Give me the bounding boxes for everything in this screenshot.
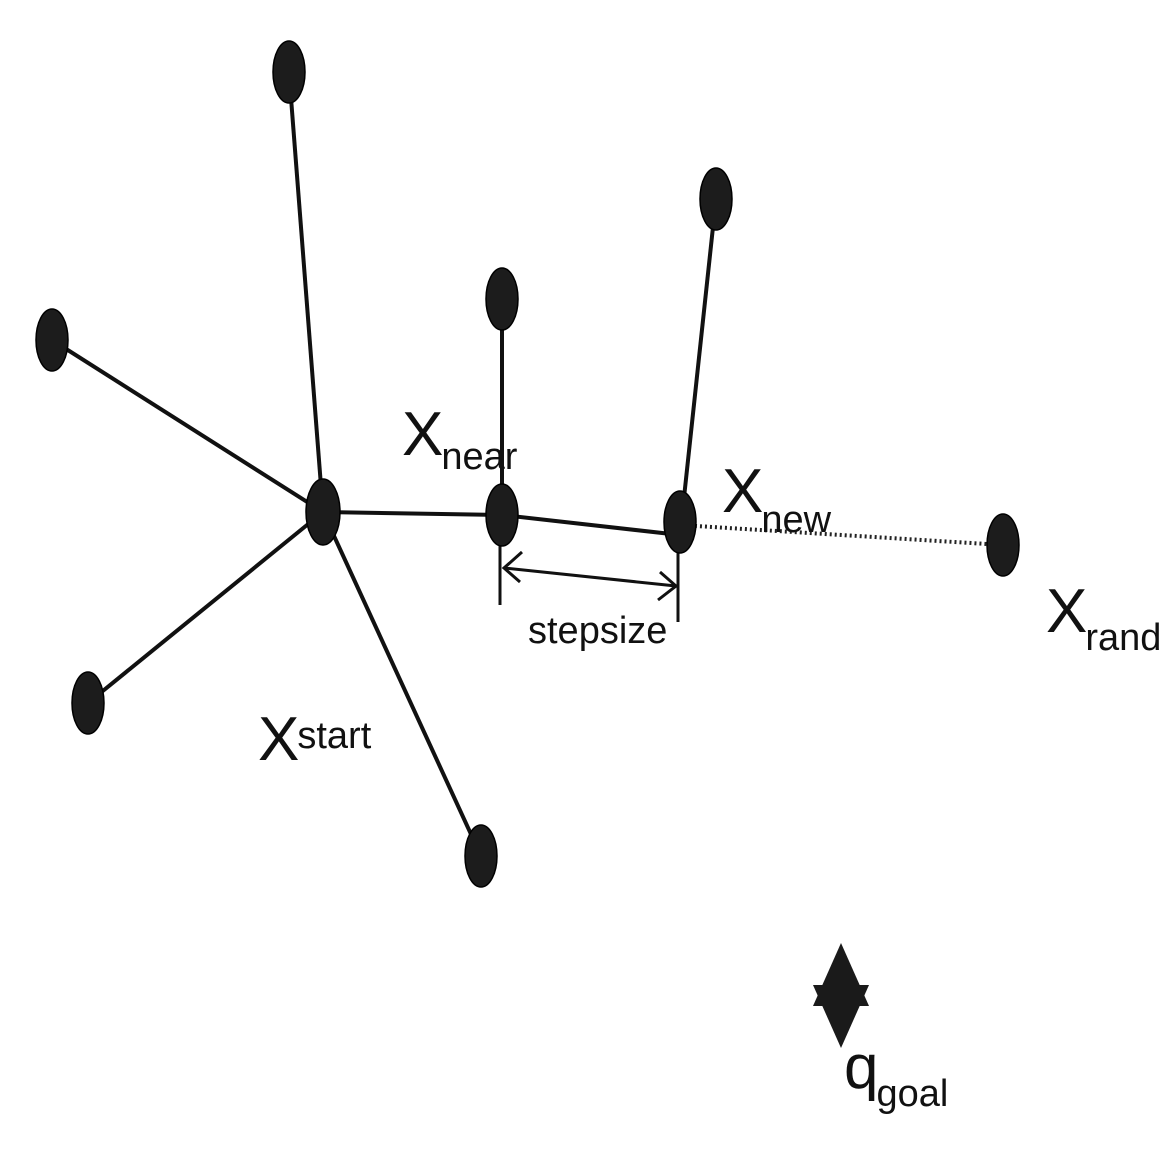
label-stepsize: stepsize — [528, 610, 667, 652]
node-rand — [986, 513, 1020, 577]
label-x-new: Xnew — [722, 457, 832, 541]
edge-start-to-left-node — [50, 338, 325, 514]
node-above-near — [485, 267, 519, 331]
node-lower-left — [71, 671, 105, 735]
edge-start-to-top-node — [287, 71, 325, 513]
label-x-rand: Xrand — [1046, 577, 1161, 659]
edge-start-to-near — [322, 510, 503, 517]
label-x-rand-main: X — [1046, 577, 1087, 646]
label-q-goal-main: q — [844, 1033, 878, 1102]
label-q-goal-sub: goal — [876, 1073, 948, 1115]
star-of-david-icon — [813, 943, 869, 1048]
node-near — [485, 483, 519, 547]
edge-near-to-new — [501, 513, 681, 537]
label-x-new-sub: new — [761, 499, 831, 541]
edge-start-to-bottom-node — [321, 511, 483, 857]
node-start — [305, 478, 341, 546]
label-x-start: Xstart — [258, 705, 372, 774]
node-new — [663, 490, 697, 554]
node-bottom — [464, 824, 498, 888]
label-x-near-sub: near — [441, 436, 517, 478]
label-x-near-main: X — [402, 400, 443, 469]
node-top — [272, 40, 306, 104]
dotted-line-new-to-rand — [679, 523, 1004, 547]
stepsize-dimension — [498, 533, 680, 622]
stepsize-arrowhead-left — [501, 550, 523, 584]
label-x-rand-sub: rand — [1085, 617, 1161, 659]
edge-start-to-lower-left-node — [86, 510, 325, 705]
label-q-goal: qgoal — [844, 1033, 948, 1115]
label-x-near: Xnear — [402, 400, 518, 478]
label-x-start-main: X — [258, 705, 299, 774]
node-left — [35, 308, 69, 372]
stepsize-arrowhead-right — [657, 570, 679, 602]
stepsize-arrow-shaft — [503, 566, 677, 588]
node-above-new — [699, 167, 733, 231]
label-x-start-sub: start — [297, 715, 371, 757]
label-x-new-main: X — [722, 457, 763, 526]
edge-new-to-up-node — [678, 198, 718, 536]
